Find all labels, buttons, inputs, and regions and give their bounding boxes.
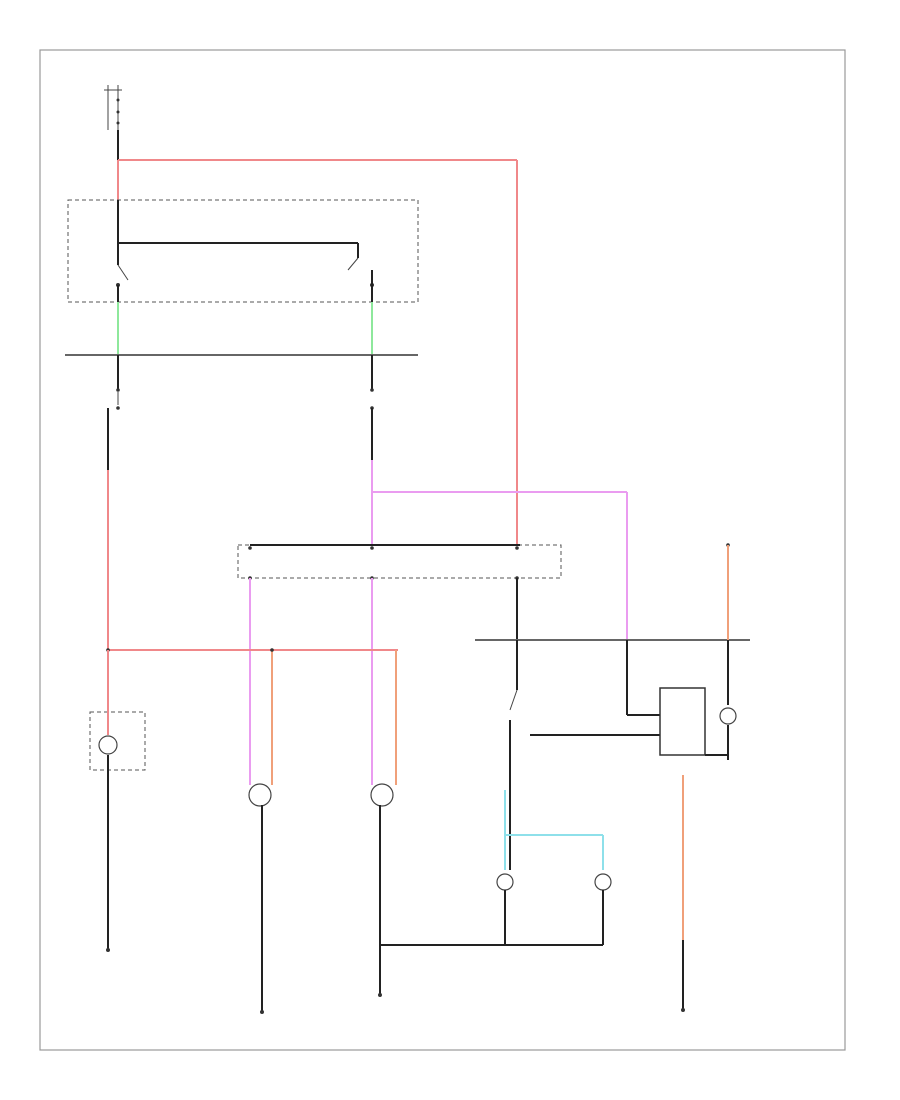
fuse-box xyxy=(237,544,562,579)
orange-wire-right xyxy=(681,775,685,1012)
dimmer-switch-left xyxy=(107,355,120,470)
fuses xyxy=(248,544,520,580)
power-source xyxy=(104,85,122,130)
marker-lamp-left xyxy=(496,873,514,945)
marker-lamp-right xyxy=(510,873,612,946)
dimmer-switch-right xyxy=(370,355,374,460)
diagram-border xyxy=(39,49,846,1051)
cyan-wires xyxy=(504,790,604,870)
turn-lamp-module xyxy=(626,640,737,760)
headlamp-right xyxy=(370,783,510,997)
red-lower-bus xyxy=(106,648,398,785)
indicator-lamp-left xyxy=(89,650,146,952)
headlamp-left xyxy=(248,783,272,1014)
headlamp-switch-box xyxy=(67,199,419,303)
red-feed-wire xyxy=(117,159,518,545)
pink-wires xyxy=(371,460,628,640)
headlamp-switch xyxy=(116,200,374,302)
relay-switch xyxy=(509,640,660,870)
orange-feed-right xyxy=(726,543,730,640)
